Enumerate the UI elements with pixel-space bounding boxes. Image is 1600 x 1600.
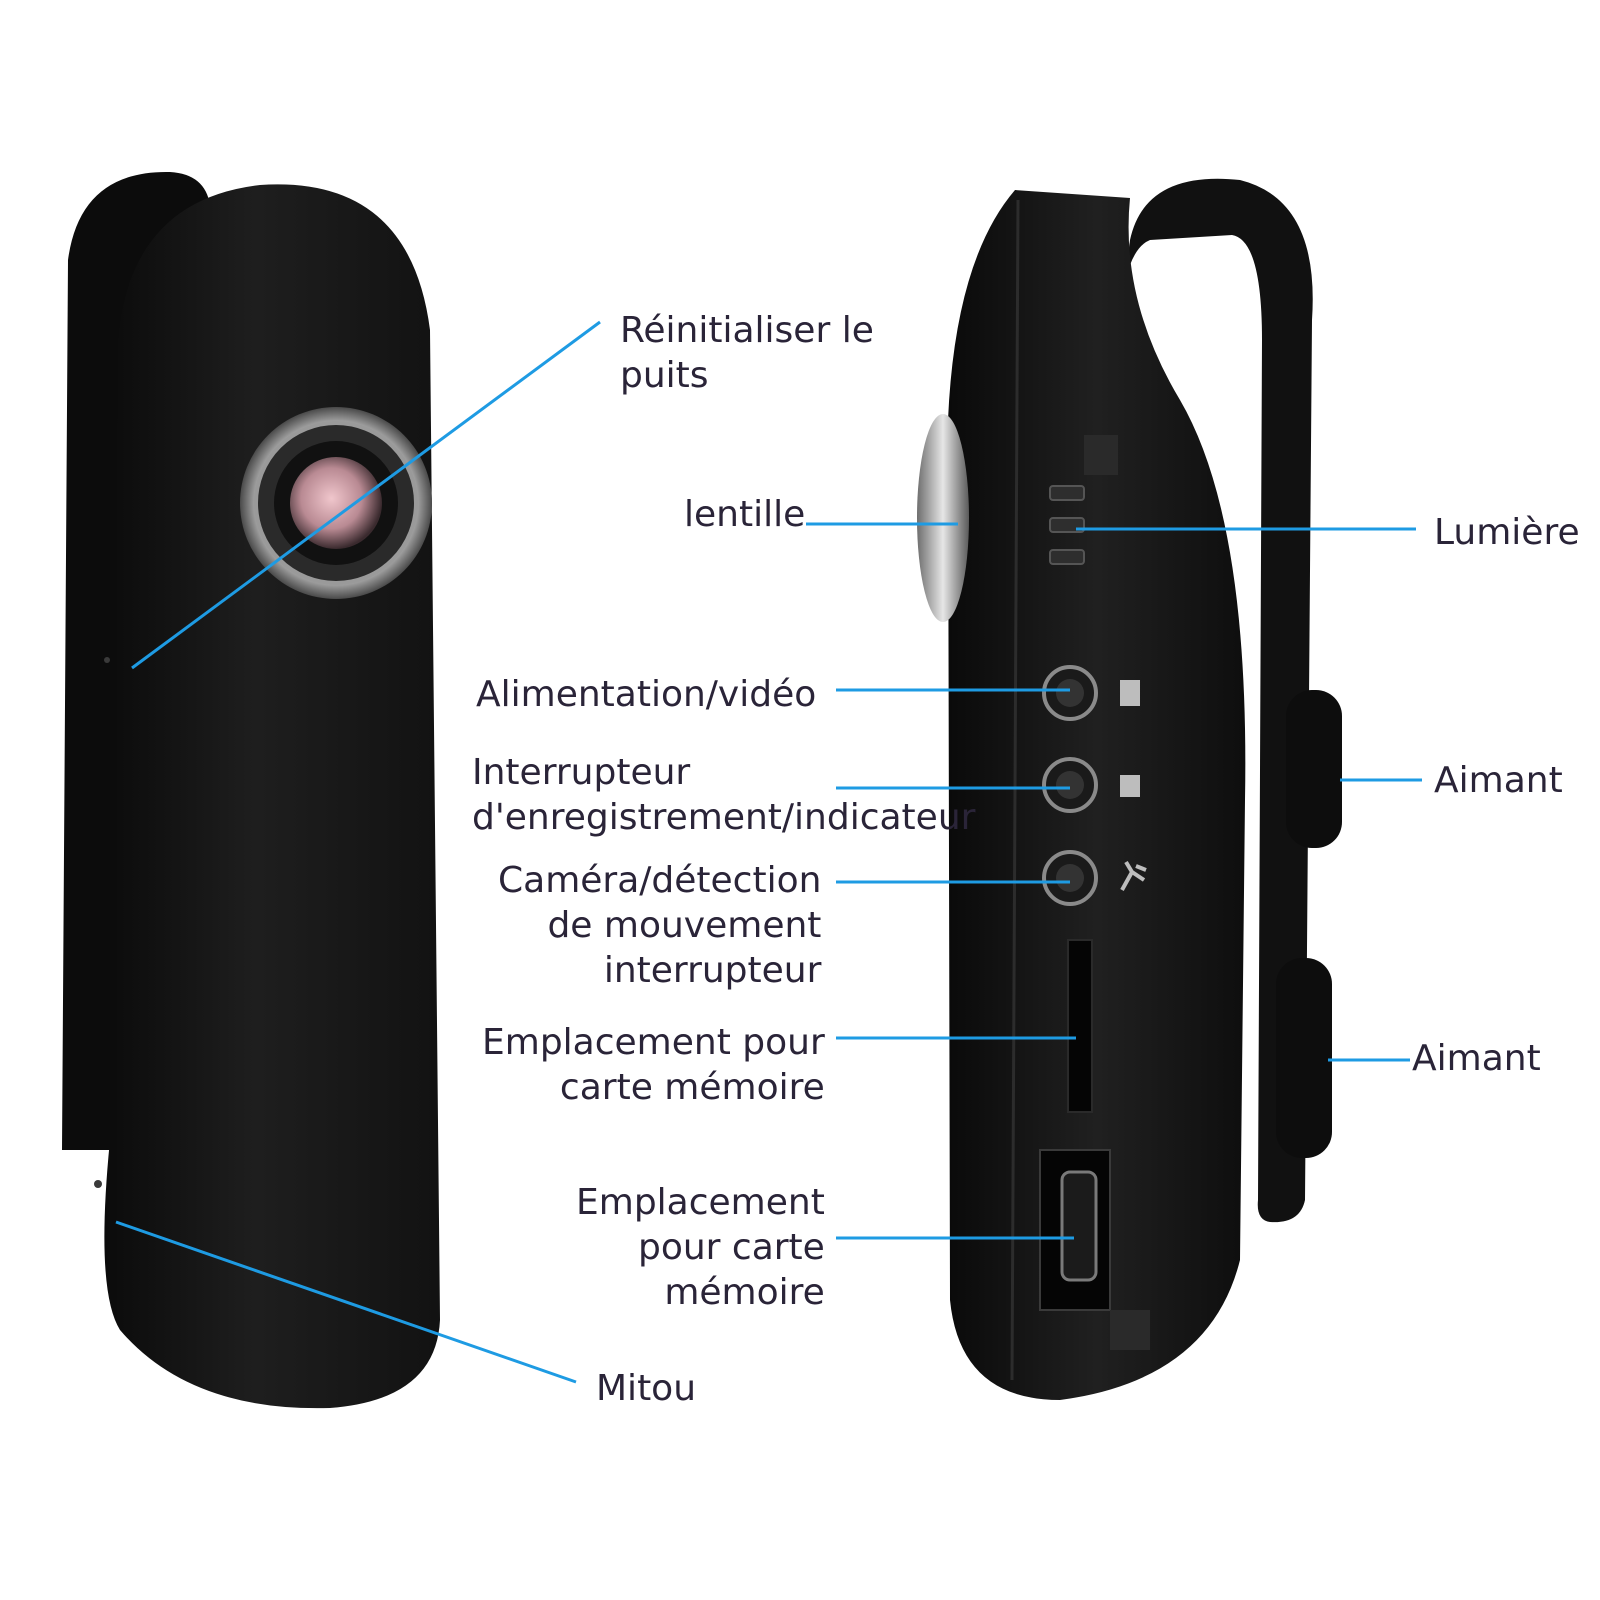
magnet-bottom [1276, 958, 1332, 1158]
label-record-line1: Interrupteur [472, 752, 691, 793]
power-button-icon [1042, 665, 1098, 721]
side-edge [1010, 199, 1020, 1381]
reset-hole [104, 657, 110, 663]
label-usb-slot-line3: mémoire [664, 1272, 825, 1313]
camera-front-view [62, 171, 440, 1409]
label-camera-line3: interrupteur [603, 950, 822, 991]
label-camera: Caméra/détection de mouvement interrupte… [498, 858, 821, 993]
label-reset: Réinitialiser le puits [620, 308, 874, 398]
label-usb-slot-line2: pour carte [637, 1227, 825, 1268]
mic-hole [94, 1180, 102, 1188]
label-magnet-bottom: Aimant [1412, 1038, 1541, 1079]
label-magnet-top: Aimant [1434, 760, 1563, 801]
led-indicator-icon [1049, 485, 1085, 565]
label-mic: Mitou [596, 1368, 697, 1409]
label-usb-slot-line1: Emplacement [576, 1182, 825, 1223]
label-usb-slot: Emplacement pour carte mémoire [576, 1180, 825, 1315]
line-mic [115, 1220, 577, 1384]
line-reset [131, 320, 601, 670]
label-reset-line2: puits [620, 355, 709, 396]
camera-glyph [1120, 775, 1140, 797]
label-card-slot: Emplacement pour carte mémoire [482, 1020, 825, 1110]
label-camera-line2: de mouvement [547, 905, 822, 946]
label-card-slot-line1: Emplacement pour [482, 1022, 825, 1063]
label-reset-line1: Réinitialiser le [620, 310, 874, 351]
usb-port-icon [1060, 1170, 1098, 1282]
label-lens: lentille [684, 494, 806, 535]
record-button-icon [1042, 757, 1098, 813]
bottom-notch [1110, 1310, 1150, 1350]
magnet-top [1286, 690, 1342, 848]
label-record-line2: d'enregistrement/indicateur [472, 797, 976, 838]
label-power: Alimentation/vidéo [476, 674, 817, 715]
camera-side-view [917, 178, 1342, 1400]
label-light: Lumière [1434, 512, 1580, 553]
lens-side [917, 414, 969, 622]
card-slot [1067, 939, 1093, 1113]
camera-lens-icon [240, 407, 432, 599]
motion-button-icon [1042, 850, 1098, 906]
leader-lines [115, 320, 1422, 1384]
side-body [948, 190, 1246, 1400]
battery-glyph [1120, 680, 1140, 706]
label-camera-line1: Caméra/détection [498, 860, 822, 901]
top-notch [1084, 435, 1118, 475]
front-body [104, 184, 440, 1409]
label-record: Interrupteur d'enregistrement/indicateur [472, 750, 975, 840]
side-clip [1120, 178, 1313, 1223]
label-card-slot-line2: carte mémoire [559, 1067, 825, 1108]
runner-icon [1120, 860, 1147, 891]
